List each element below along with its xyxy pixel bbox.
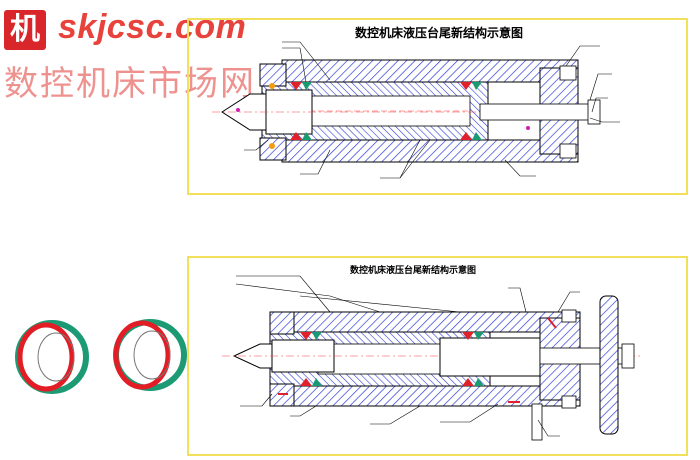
site-name-watermark: 数控机床市场网 (4, 64, 256, 104)
bottom-tailstock-assembly (222, 275, 640, 441)
top-rod-end (587, 99, 601, 125)
top-seal-6 (302, 132, 312, 140)
top-housing-lower (281, 139, 579, 163)
bottom-clamp-lever (531, 403, 543, 441)
top-seal-8 (472, 132, 482, 140)
top-front-cap (259, 63, 287, 87)
bottom-housing-upper (289, 311, 581, 333)
ring-1-inner (37, 332, 75, 382)
bottom-front-cap (269, 311, 295, 335)
top-oring-2 (269, 143, 275, 149)
bottom-seal-3 (462, 332, 474, 340)
top-tailstock-assembly (212, 41, 620, 179)
bottom-seal-8 (474, 378, 484, 386)
top-seal-4 (472, 82, 482, 90)
top-rear-bolt-lower (559, 143, 577, 159)
top-seal-1 (290, 82, 302, 90)
bottom-seal-1 (300, 332, 312, 340)
bottom-seal-4 (474, 332, 484, 340)
bottom-handwheel (599, 295, 619, 435)
ring-1-outer-red (17, 322, 75, 392)
top-rear-bolt (559, 65, 577, 81)
top-seal-3 (460, 82, 472, 90)
top-seal-5 (290, 132, 302, 140)
bottom-bolt-1 (561, 309, 577, 323)
ring-2-inner (133, 330, 171, 380)
bottom-housing-lower (289, 385, 581, 407)
diagram-title-bottom: 数控机床液压台尾新结构示意图 (350, 266, 477, 276)
top-piston-rod (479, 103, 591, 121)
bottom-piston (439, 337, 545, 377)
top-oring-1 (269, 83, 275, 89)
ring-2-outer-red (113, 320, 171, 390)
top-front-cap-lower (259, 137, 287, 161)
bottom-bolt-2 (561, 395, 577, 409)
top-housing-upper (281, 59, 579, 83)
diagram-frame-bottom (187, 256, 688, 456)
bottom-seal-6 (312, 378, 322, 386)
site-url-watermark: skjcsc.com (58, 8, 247, 46)
bottom-seal-2 (312, 332, 322, 340)
bottom-bore (317, 343, 449, 375)
seal-rings-illustration (15, 319, 187, 394)
bottom-rod-end (621, 343, 635, 369)
top-seal-7 (460, 132, 472, 140)
top-marker-2 (526, 126, 530, 130)
diagram-frame-top (187, 18, 688, 195)
bottom-seal-5 (300, 378, 312, 386)
bottom-seal-7 (462, 378, 474, 386)
top-seal-2 (302, 82, 312, 90)
site-logo: 机 (4, 10, 46, 50)
top-marker-1 (236, 108, 240, 112)
diagram-title-top: 数控机床液压台尾新结构示意图 (355, 26, 524, 40)
